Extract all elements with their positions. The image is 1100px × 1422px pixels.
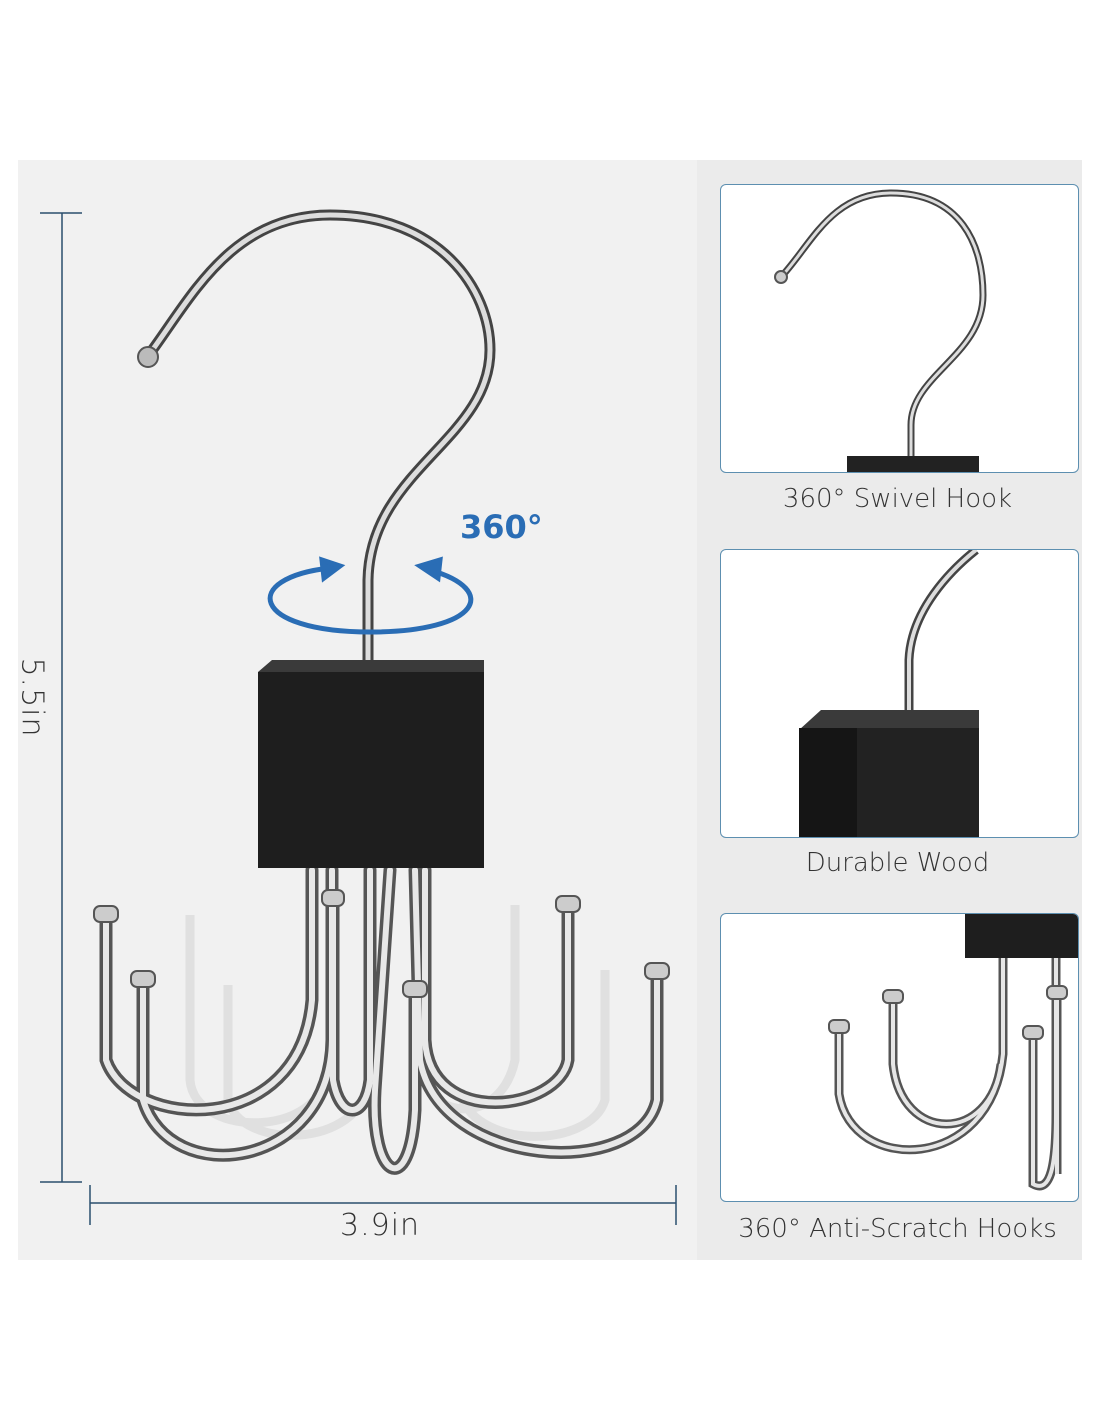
swivel-hook-closeup <box>774 189 987 472</box>
feature-panel-durable-wood <box>720 549 1079 838</box>
height-dimension-line <box>40 212 82 1183</box>
swivel-hook <box>137 209 496 671</box>
height-label: 5.5in <box>14 657 50 738</box>
wood-block <box>258 660 484 868</box>
hooks-closeup <box>828 914 1078 1191</box>
width-dimension-line <box>89 1185 677 1225</box>
rotation-label: 360° <box>460 508 543 546</box>
width-label: 3.9in <box>340 1208 421 1243</box>
wood-block-closeup <box>799 550 979 837</box>
chrome-hooks <box>93 863 670 1175</box>
feature-caption-durable-wood: Durable Wood <box>805 848 990 878</box>
feature-panel-anti-scratch-hooks <box>720 913 1079 1202</box>
feature-caption-anti-scratch-hooks: 360° Anti-Scratch Hooks <box>738 1214 1057 1244</box>
feature-caption-swivel-hook: 360° Swivel Hook <box>782 484 1013 514</box>
rotation-arrow-icon <box>267 556 474 635</box>
feature-panel-swivel-hook <box>720 184 1079 473</box>
